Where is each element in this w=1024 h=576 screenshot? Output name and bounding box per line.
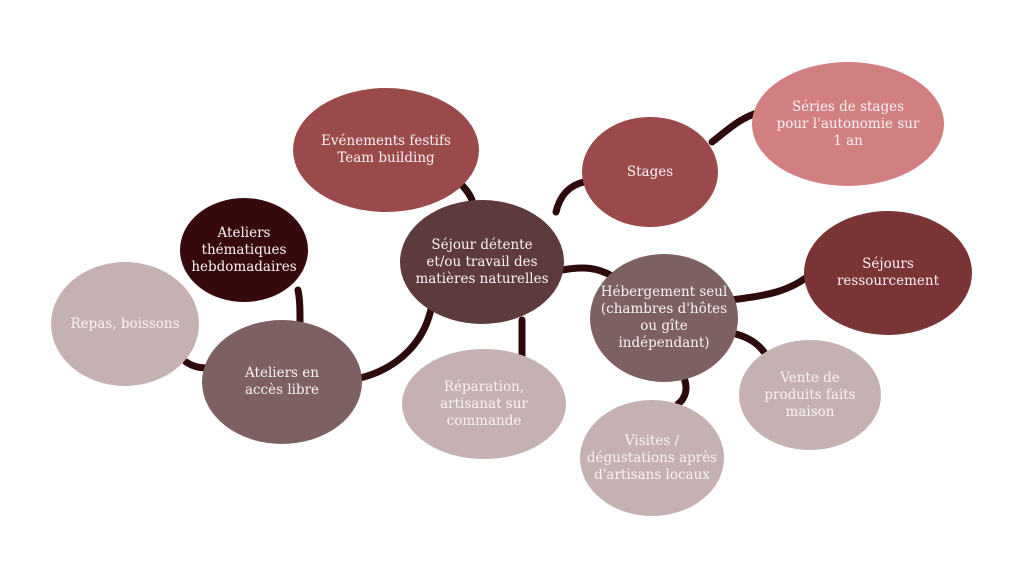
node-evenements: Evénements festifs Team building bbox=[293, 88, 479, 212]
node-label: Stages bbox=[626, 163, 674, 180]
node-stages: Stages bbox=[582, 117, 718, 227]
node-label: Séries de stages pour l'autonomie sur 1 … bbox=[776, 98, 920, 149]
node-vente: Vente de produits faits maison bbox=[739, 340, 881, 450]
link-center-ateliers-libre bbox=[356, 300, 436, 382]
link-thematiques-libre bbox=[294, 286, 304, 326]
link-center-stages bbox=[552, 178, 588, 216]
link-repas-libre bbox=[182, 358, 210, 372]
node-series: Séries de stages pour l'autonomie sur 1 … bbox=[752, 62, 944, 186]
node-reparation: Réparation, artisanat sur commande bbox=[402, 349, 566, 459]
node-sejours: Séjours ressourcement bbox=[804, 211, 972, 335]
node-label: Ateliers en accès libre bbox=[244, 365, 320, 398]
node-label: Vente de produits faits maison bbox=[764, 369, 856, 420]
node-label: Ateliers thématiques hebdomadaires bbox=[191, 224, 297, 275]
link-hebergement-vente bbox=[732, 330, 768, 356]
node-label: Réparation, artisanat sur commande bbox=[440, 378, 528, 429]
node-label: Séjours ressourcement bbox=[836, 256, 940, 289]
node-ateliers-thematiques: Ateliers thématiques hebdomadaires bbox=[180, 198, 308, 302]
node-label: Evénements festifs Team building bbox=[321, 133, 451, 166]
node-center: Séjour détente et/ou travail des matière… bbox=[400, 200, 564, 324]
center-label: Séjour détente et/ou travail des matière… bbox=[415, 236, 549, 287]
node-hebergement: Hébergement seul (chambres d'hôtes ou gî… bbox=[590, 254, 738, 382]
node-visites: Visites / dégustations après d'artisans … bbox=[580, 400, 724, 516]
link-center-hebergement bbox=[558, 264, 616, 280]
link-hebergement-visites bbox=[674, 374, 690, 408]
node-label: Visites / dégustations après d'artisans … bbox=[586, 432, 718, 483]
link-hebergement-sejours bbox=[726, 269, 816, 304]
node-label: Hébergement seul (chambres d'hôtes ou gî… bbox=[600, 284, 728, 351]
node-ateliers-libre: Ateliers en accès libre bbox=[202, 320, 362, 444]
node-repas: Repas, boissons bbox=[51, 262, 199, 386]
node-label: Repas, boissons bbox=[70, 315, 180, 332]
